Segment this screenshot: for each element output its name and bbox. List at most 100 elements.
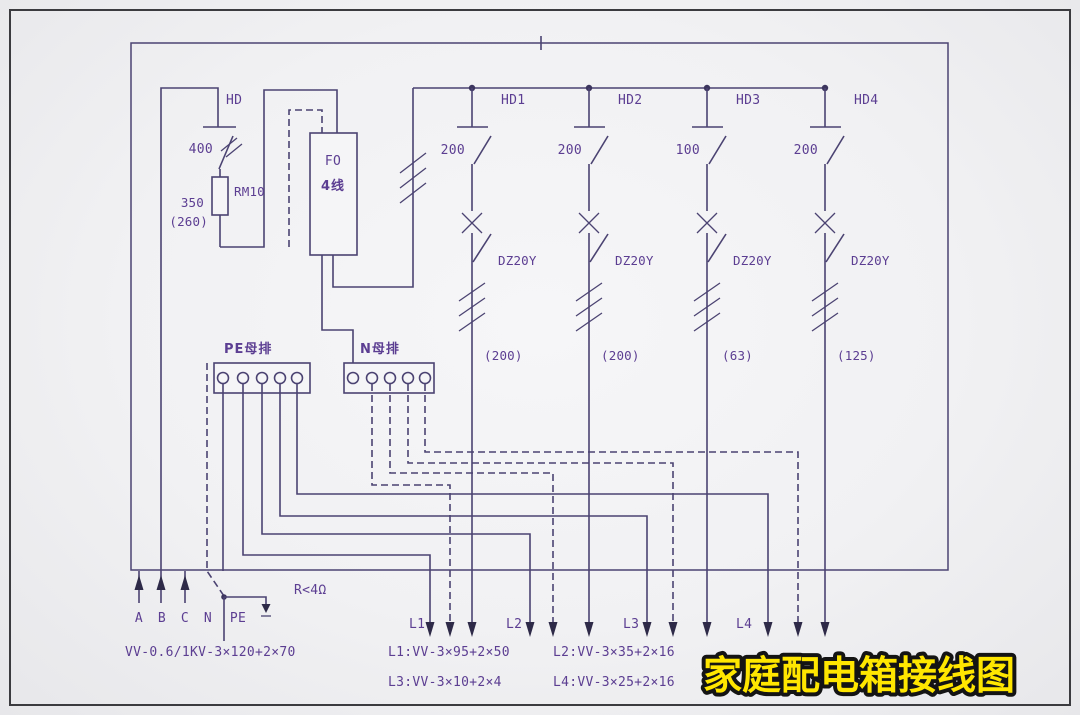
branch-name: HD2 xyxy=(618,93,642,108)
meter-to-bus-feed-wire xyxy=(332,88,414,288)
meter-label-line1: FO xyxy=(325,154,341,169)
terminal xyxy=(401,371,415,385)
n-wire-l2 xyxy=(389,384,554,622)
down-arrowhead xyxy=(467,622,477,637)
pen-conductor-wire xyxy=(206,363,225,597)
meter-label-line2: 4线 xyxy=(321,178,345,194)
n-wire-l3 xyxy=(407,384,674,622)
down-arrowhead xyxy=(642,622,652,637)
fuse-type-label: RM10 xyxy=(234,184,265,199)
pe-wire-l2 xyxy=(261,384,531,622)
branch-circuit-hd4 xyxy=(810,88,845,622)
branch-wire xyxy=(692,88,727,622)
branch-wire xyxy=(810,88,845,622)
breaker-type-label: DZ20Y xyxy=(498,253,537,268)
down-arrowhead xyxy=(445,622,455,637)
n-wire-l4 xyxy=(424,384,799,622)
down-arrowhead xyxy=(525,622,535,637)
breaker-rating-label: (200) xyxy=(601,348,640,363)
cable-spec-l4: L4:VV-3×25+2×16 xyxy=(553,675,675,690)
breaker-rating-label: (200) xyxy=(484,348,523,363)
branch-switch-rating: 200 xyxy=(441,143,465,158)
terminal xyxy=(365,371,379,385)
branch-circuit-hd2 xyxy=(574,88,609,622)
phase-label-c: C xyxy=(181,611,189,626)
branch-name: HD3 xyxy=(736,93,760,108)
branch-wire xyxy=(574,88,609,622)
pe-wire-l4 xyxy=(296,384,769,622)
supply-entry xyxy=(134,363,271,641)
main-switch-blade xyxy=(218,135,234,170)
breaker-type-label: DZ20Y xyxy=(733,253,772,268)
pe-wire-l3 xyxy=(279,384,648,622)
circuit-label-l2: L2 xyxy=(506,617,522,632)
branch-switch-rating: 200 xyxy=(794,143,818,158)
branch-name: HD4 xyxy=(854,93,878,108)
branch-circuit-hd3 xyxy=(692,88,727,622)
fuse-body xyxy=(211,176,229,216)
breaker-rating-label: (63) xyxy=(722,348,753,363)
breaker-blade xyxy=(707,233,727,263)
phase-label-a: A xyxy=(135,611,143,626)
pe-busbar-label: PE母排 xyxy=(224,341,272,357)
three-phase-slash-marks xyxy=(693,282,721,332)
main-switch-rating: 400 xyxy=(189,142,213,157)
branch-name: HD1 xyxy=(501,93,525,108)
three-phase-slash-marks xyxy=(811,282,839,332)
labels: HD 400 RM10 350 (260) FO 4线 HD1 HD2 HD3 … xyxy=(125,93,890,690)
pe-wire-l1 xyxy=(242,384,431,622)
n-wire-fan xyxy=(371,384,799,622)
breaker-type-label: DZ20Y xyxy=(615,253,654,268)
ground-resistance-label: R<4Ω xyxy=(294,583,327,598)
three-phase-slash-marks xyxy=(458,282,486,332)
down-arrowhead xyxy=(793,622,803,637)
diagram-title: 家庭配电箱接线图 xyxy=(703,654,1015,699)
terminal xyxy=(418,371,432,385)
outgoing-arrowheads xyxy=(425,622,830,637)
cable-spec-l1: L1:VV-3×95+2×50 xyxy=(388,645,510,660)
down-arrowhead xyxy=(425,622,435,637)
terminal xyxy=(216,371,230,385)
three-phase-slash-marks xyxy=(575,282,603,332)
cable-spec-l3: L3:VV-3×10+2×4 xyxy=(388,675,502,690)
n-wire-l1 xyxy=(371,384,451,622)
up-arrowhead xyxy=(156,575,166,590)
breaker-type-label: DZ20Y xyxy=(851,253,890,268)
terminal xyxy=(273,371,287,385)
up-arrowhead xyxy=(180,575,190,590)
phase-label-pe: PE xyxy=(230,611,246,626)
fuse-x-mark xyxy=(578,212,600,234)
down-arrowhead xyxy=(668,622,678,637)
terminal xyxy=(290,371,304,385)
top-bus xyxy=(413,84,829,92)
diagram-border xyxy=(130,42,949,571)
branch-switch-rating: 200 xyxy=(558,143,582,158)
fuse-rating-alt-label: (260) xyxy=(169,214,208,229)
earth-symbol-arrowhead xyxy=(261,604,271,613)
incoming-service-circuit xyxy=(160,87,427,603)
n-busbar xyxy=(343,362,435,394)
meter-neutral-tap-wire xyxy=(288,109,323,247)
terminal xyxy=(346,371,360,385)
main-switch-hatch-marks xyxy=(220,137,243,158)
down-arrowhead xyxy=(820,622,830,637)
branch-wire xyxy=(457,88,492,622)
incoming-cable-spec: VV-0.6/1KV-3×120+2×70 xyxy=(125,645,296,660)
fuse-x-mark xyxy=(814,212,836,234)
fuse-x-mark xyxy=(696,212,718,234)
incoming-riser-wire xyxy=(160,87,219,603)
terminal xyxy=(383,371,397,385)
meter-to-n-busbar-wire xyxy=(321,255,354,364)
phase-label-b: B xyxy=(158,611,166,626)
circuit-label-l1: L1 xyxy=(409,617,425,632)
main-switch-label: HD xyxy=(226,93,242,108)
meter-box xyxy=(309,132,358,256)
down-arrowhead xyxy=(584,622,594,637)
phase-label-n: N xyxy=(204,611,212,626)
terminal xyxy=(255,371,269,385)
circuit-label-l4: L4 xyxy=(736,617,752,632)
up-arrowhead xyxy=(134,575,144,590)
n-busbar-label: N母排 xyxy=(360,341,400,357)
